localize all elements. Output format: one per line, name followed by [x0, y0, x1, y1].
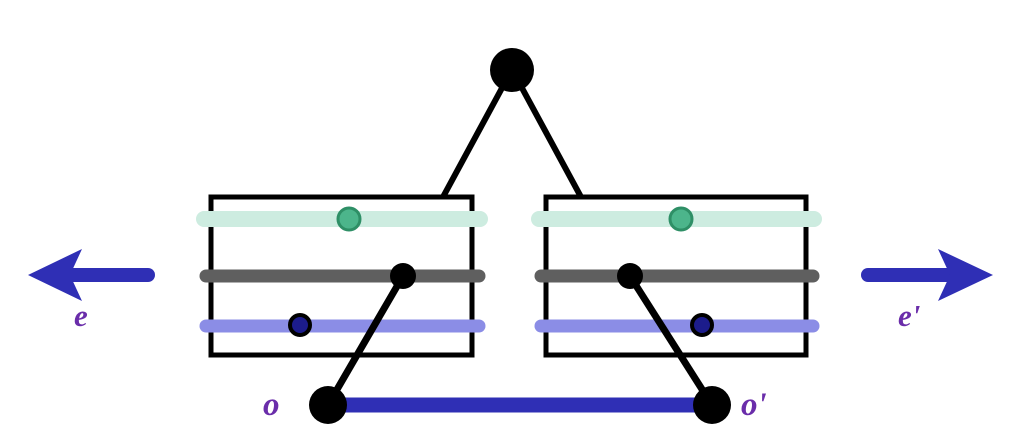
right-navy-node [690, 313, 714, 337]
left-origin-label: o [263, 387, 280, 423]
right-green-node [668, 206, 694, 232]
left-diagonal-connector [324, 274, 407, 407]
left-frame-group [196, 194, 488, 358]
right-arrow-head [938, 249, 993, 301]
left-arrow-label: e [74, 298, 88, 333]
right-origin-node [693, 386, 731, 424]
apex-connectors [440, 86, 584, 199]
right-frame-group [531, 194, 822, 358]
left-arrow-icon [28, 249, 155, 301]
right-origin-label: o' [741, 387, 767, 423]
left-black-node-on-gray [390, 263, 416, 289]
right-diagonal-connector [627, 274, 715, 407]
left-green-node [336, 206, 362, 232]
right-arrow-label: e' [898, 298, 921, 333]
left-origin-node [309, 386, 347, 424]
right-arrow-icon [861, 249, 993, 301]
left-arrow-head [28, 249, 82, 301]
left-navy-node [288, 313, 312, 337]
apex-node [490, 48, 534, 92]
apex-leg-left [440, 86, 505, 199]
apex-leg-right [519, 86, 584, 199]
right-black-node-on-gray [617, 263, 643, 289]
